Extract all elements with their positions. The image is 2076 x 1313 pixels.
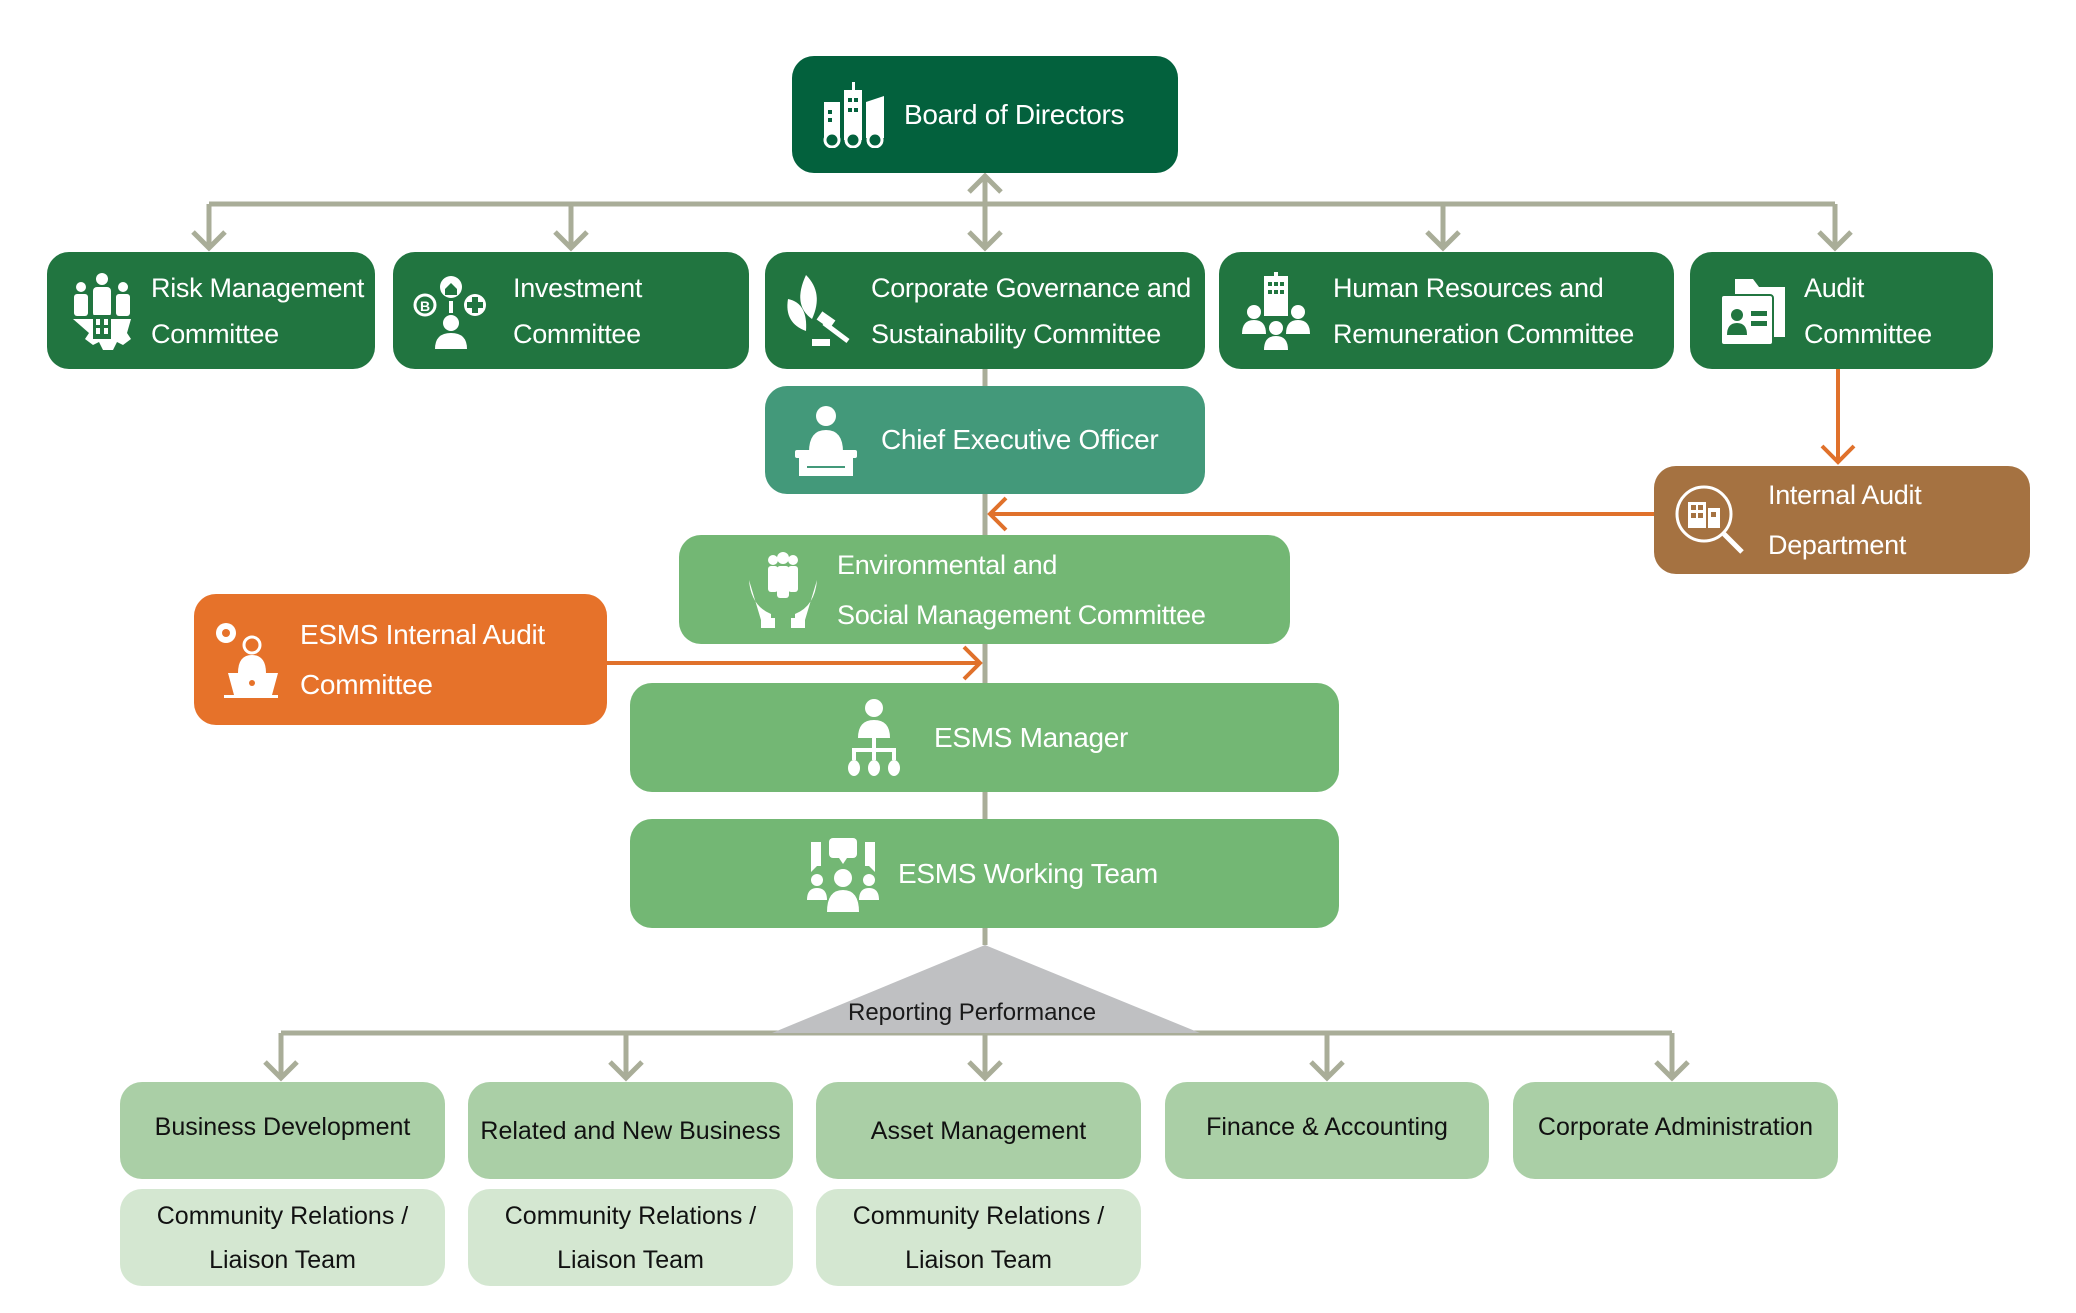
arrowhead-spine-right [962,645,983,681]
arrowhead-spine-left [987,496,1008,532]
department-business-development[interactable]: Business Development [120,1082,445,1179]
investment-committee-node[interactable]: B Investment Committee [393,252,749,369]
environmental-social-label: Environmental and Social Management Comm… [837,540,1206,640]
department-label: Business Development [154,1113,411,1141]
governance-label: Corporate Governance and Sustainability … [871,265,1191,357]
label-line: Audit [1804,272,1865,303]
ceo-node[interactable]: Chief Executive Officer [765,386,1205,494]
label-line: Social Management Committee [837,599,1206,630]
department-corporate-administration[interactable]: Corporate Administration [1513,1082,1838,1179]
investment-label: Investment Committee [513,265,642,357]
human-resources-committee-node[interactable]: Human Resources and Remuneration Committ… [1219,252,1674,369]
label-line: Internal Audit [1768,480,1922,510]
arrowhead-internal-audit [1820,444,1856,465]
liaison-team-asset-management[interactable]: Community Relations / Liaison Team [816,1189,1141,1286]
internal-audit-department-node[interactable]: Internal Audit Department [1654,466,2030,574]
esms-working-team-node[interactable]: ESMS Working Team [630,819,1339,928]
audit-label: Audit Committee [1804,265,1932,357]
department-related-new-business[interactable]: Related and New Business [468,1082,793,1179]
label-line: Committee [1804,318,1932,349]
arrowhead-investment [553,230,589,252]
label-line: Sustainability Committee [871,318,1161,349]
executive-podium-icon [791,402,861,478]
label-line: ESMS Internal Audit [300,618,545,650]
liaison-label-line: Community Relations / [504,1201,757,1230]
liaison-label-line: Liaison Team [557,1245,704,1274]
department-label: Related and New Business [480,1117,781,1145]
arrowhead-hr [1425,230,1461,252]
internal-audit-label: Internal Audit Department [1768,470,1922,570]
department-label: Asset Management [870,1117,1087,1145]
board-label: Board of Directors [904,98,1125,130]
folder-id-card-icon [1716,271,1792,351]
risk-management-committee-node[interactable]: Risk Management Committee [47,252,375,369]
risk-management-label: Risk Management Committee [151,265,364,357]
reporting-performance-label: Reporting Performance [848,999,1097,1026]
building-magnifier-icon [1672,482,1748,558]
arrowhead-audit [1817,230,1853,252]
liaison-label-line: Liaison Team [905,1245,1052,1274]
board-of-directors-node[interactable]: Board of Directors [792,56,1178,173]
label-line: Committee [513,318,641,349]
esms-manager-node[interactable]: ESMS Manager [630,683,1339,792]
auditor-laptop-icon [212,618,282,702]
reporting-triangle [772,945,1200,1033]
hands-people-icon [745,551,821,629]
human-resources-label: Human Resources and Remuneration Committ… [1333,265,1634,357]
department-label: Corporate Administration [1537,1113,1814,1141]
liaison-team-related-new-business[interactable]: Community Relations / Liaison Team [468,1189,793,1286]
liaison-label-line: Community Relations / [156,1201,409,1230]
environmental-social-committee-node[interactable]: Environmental and Social Management Comm… [679,535,1290,644]
svg-text:B: B [420,298,430,314]
liaison-team-business-development[interactable]: Community Relations / Liaison Team [120,1189,445,1286]
arrowhead-board [967,172,1003,194]
team-chat-icon [806,834,880,914]
label-line: Corporate Governance and [871,272,1192,303]
label-line: Environmental and [837,549,1058,580]
arrowhead-governance [967,230,1003,252]
investment-network-icon: B [413,271,489,351]
building-people-icon [1239,271,1313,351]
esms-manager-label: ESMS Manager [934,721,1129,753]
esms-working-team-label: ESMS Working Team [898,857,1158,889]
buildings-icon [820,81,888,149]
label-line: Risk Management [151,272,365,303]
arrowhead-risk [191,230,227,252]
corporate-governance-committee-node[interactable]: Corporate Governance and Sustainability … [765,252,1205,369]
department-label: Finance & Accounting [1206,1113,1448,1141]
label-line: Committee [151,318,279,349]
department-asset-management[interactable]: Asset Management [816,1082,1141,1179]
esms-internal-audit-committee-node[interactable]: ESMS Internal Audit Committee [194,594,607,725]
esms-internal-audit-label: ESMS Internal Audit Committee [300,610,545,710]
label-line: Committee [300,668,433,700]
manager-hierarchy-icon [842,696,906,780]
liaison-label-line: Community Relations / [852,1201,1105,1230]
audit-committee-node[interactable]: Audit Committee [1690,252,1993,369]
label-line: Department [1768,530,1907,560]
label-line: Investment [513,272,643,303]
risk-team-gear-icon [67,271,137,351]
ceo-label: Chief Executive Officer [881,424,1159,455]
department-finance-accounting[interactable]: Finance & Accounting [1165,1082,1489,1179]
liaison-label-line: Liaison Team [209,1245,356,1274]
label-line: Human Resources and [1333,272,1604,303]
leaf-gavel-icon [783,271,857,351]
label-line: Remuneration Committee [1333,318,1635,349]
